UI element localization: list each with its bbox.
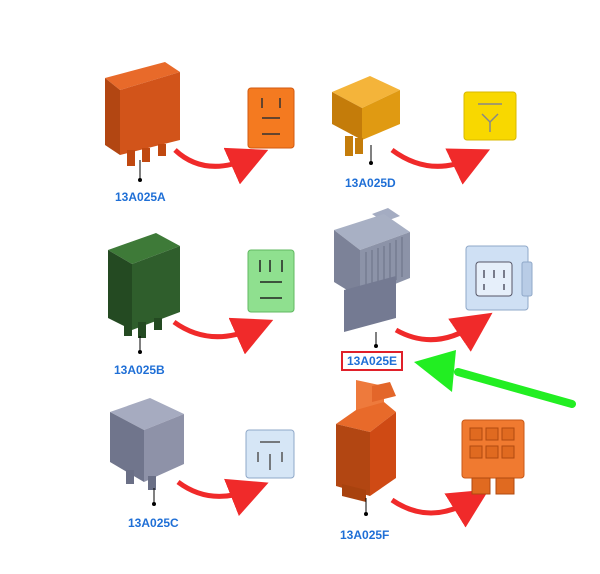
relay-code-label: 13A025C	[128, 516, 179, 530]
curved-arrow-icon	[173, 147, 269, 185]
pointer-arrow-icon	[454, 368, 576, 408]
curved-arrow-icon	[172, 317, 274, 355]
relay-a-face	[247, 87, 295, 149]
relay-f-face	[461, 419, 525, 495]
relay-b-body	[108, 233, 180, 354]
curved-arrow-icon	[394, 312, 493, 352]
relay-code-label: 13A025B	[114, 363, 165, 377]
relay-code-label: 13A025A	[115, 190, 166, 204]
pointer-arrow-head	[414, 350, 456, 392]
relay-d-body	[332, 76, 400, 165]
curved-arrow-icon	[176, 478, 269, 516]
relay-b-face	[247, 249, 295, 313]
relay-c-face	[245, 429, 295, 479]
relay-d-face	[463, 91, 517, 141]
relay-code-label-highlighted: 13A025E	[341, 351, 404, 371]
relay-f-body	[336, 380, 396, 516]
relay-a-body	[105, 62, 180, 182]
curved-arrow-icon	[390, 489, 490, 528]
curved-arrow-icon	[390, 147, 491, 185]
relay-code-label: 13A025F	[340, 528, 390, 542]
relay-code-label: 13A025D	[345, 176, 396, 190]
relay-e-body	[334, 208, 410, 348]
relay-c-body	[110, 398, 184, 506]
relay-e-face	[465, 245, 533, 311]
